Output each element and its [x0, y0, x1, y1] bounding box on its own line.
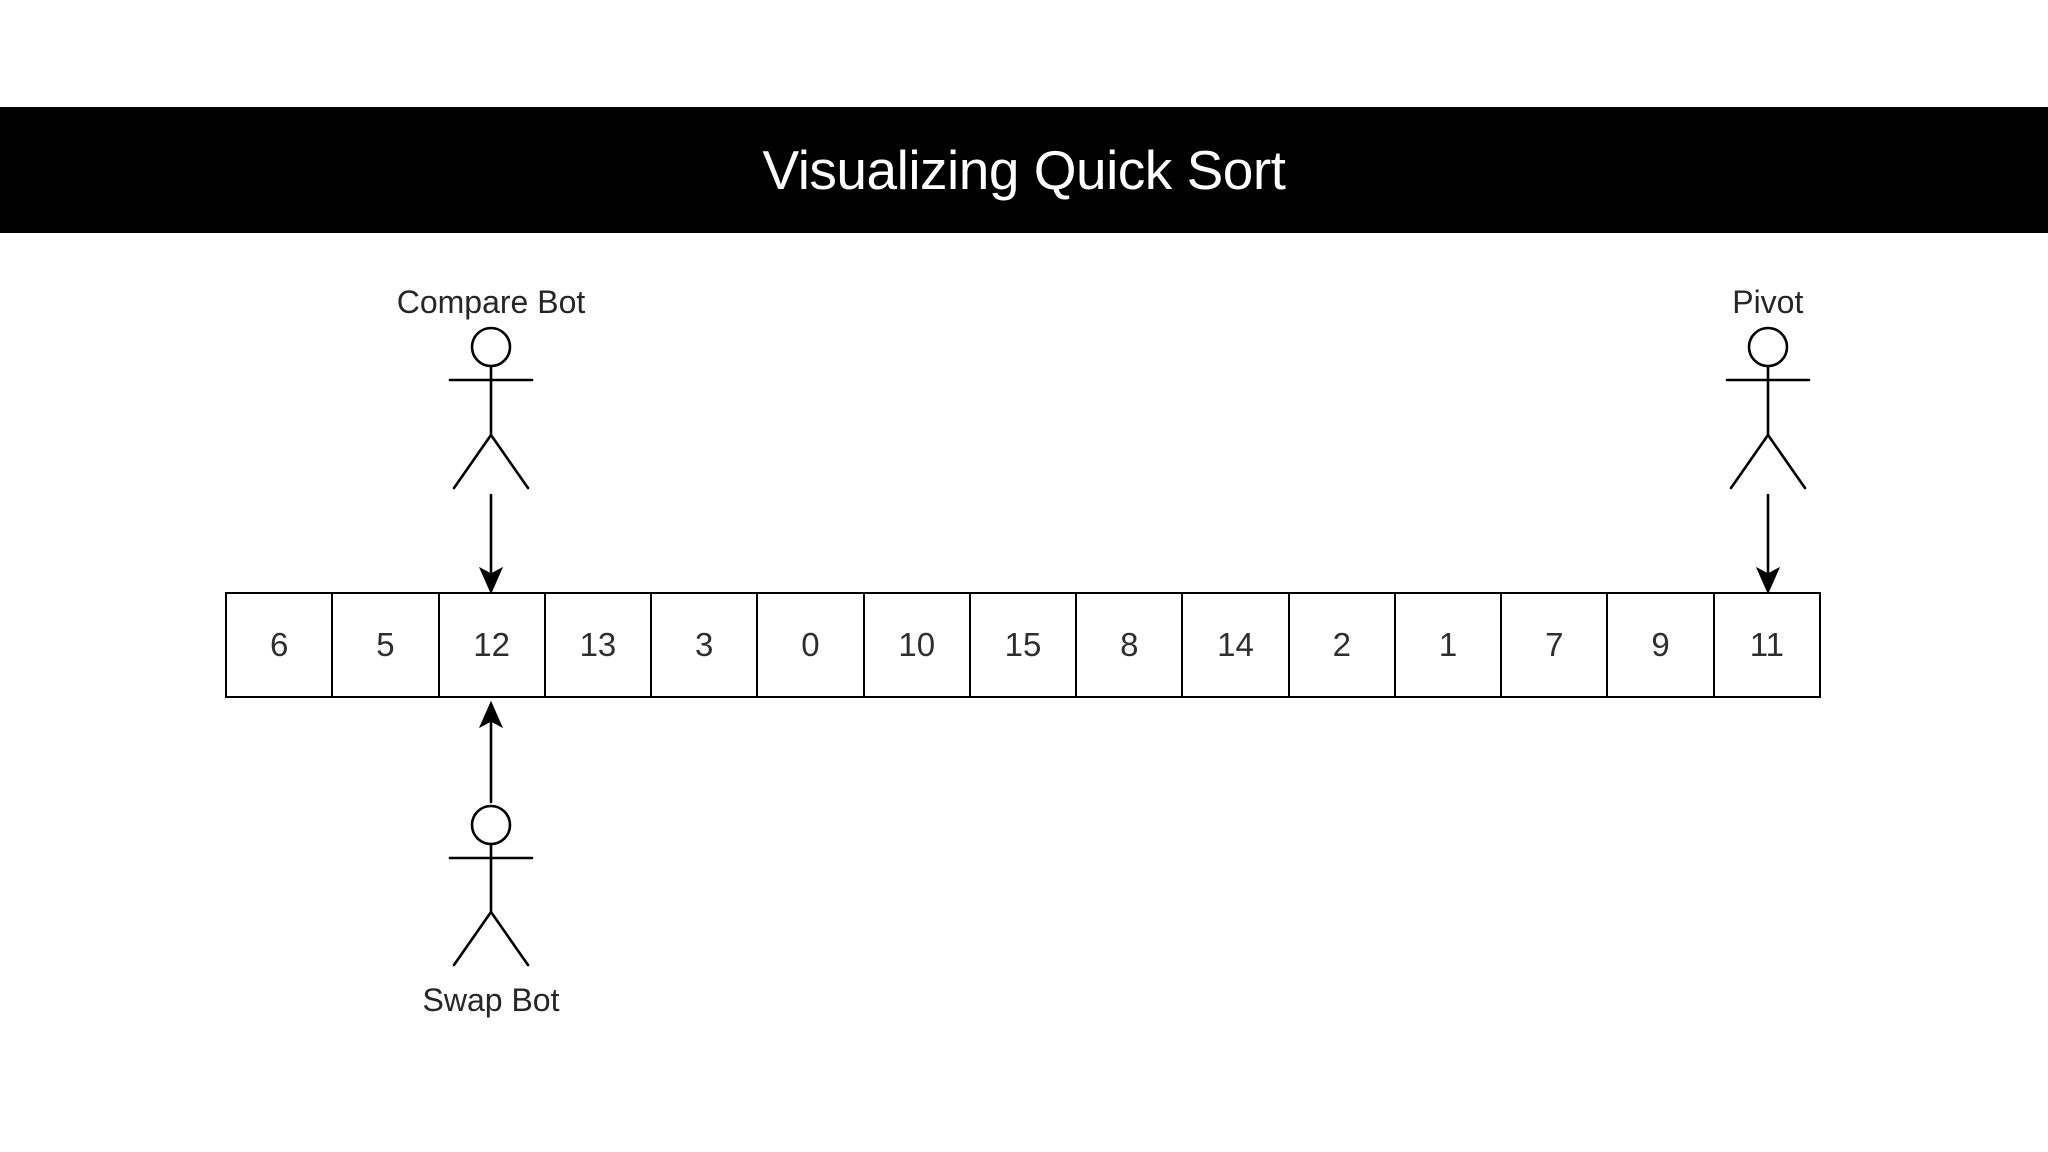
array-cell: 3	[652, 594, 759, 696]
array-cell: 2	[1290, 594, 1396, 696]
stick-figure-head	[470, 804, 512, 846]
stick-figure-left-leg	[452, 433, 493, 490]
stick-figure-left-leg	[1729, 433, 1770, 490]
pivot-figure	[1725, 326, 1811, 595]
compare-bot-label: Compare Bot	[396, 284, 586, 320]
stick-figure-right-leg	[489, 433, 530, 490]
header-bar: Visualizing Quick Sort	[0, 107, 2048, 233]
array-cell: 6	[227, 594, 334, 696]
stick-figure-right-leg	[489, 910, 530, 967]
array-cell: 14	[1183, 594, 1290, 696]
stick-figure-head	[470, 326, 512, 368]
array-cell: 7	[1502, 594, 1609, 696]
stick-figure-left-leg	[452, 910, 493, 967]
array-cell: 15	[971, 594, 1078, 696]
swap-bot-figure	[448, 700, 534, 967]
array-cell: 1	[1396, 594, 1503, 696]
stick-figure-right-leg	[1766, 433, 1807, 490]
pivot-label: Pivot	[1732, 284, 1804, 320]
stick-figure-head	[1747, 326, 1789, 368]
array-cell: 9	[1608, 594, 1715, 696]
array-cell: 12	[440, 594, 546, 696]
array-cell: 10	[865, 594, 971, 696]
arrow-down-head	[1755, 566, 1780, 595]
page-title: Visualizing Quick Sort	[762, 139, 1286, 201]
array-cell: 8	[1077, 594, 1184, 696]
compare-bot-figure	[448, 326, 534, 595]
array-cell: 13	[546, 594, 653, 696]
swap-bot-label: Swap Bot	[422, 982, 560, 1018]
arrow-down-head	[478, 566, 504, 595]
array-cell: 5	[333, 594, 440, 696]
array-cell: 11	[1749, 626, 1784, 663]
array-cell: 0	[758, 594, 865, 696]
